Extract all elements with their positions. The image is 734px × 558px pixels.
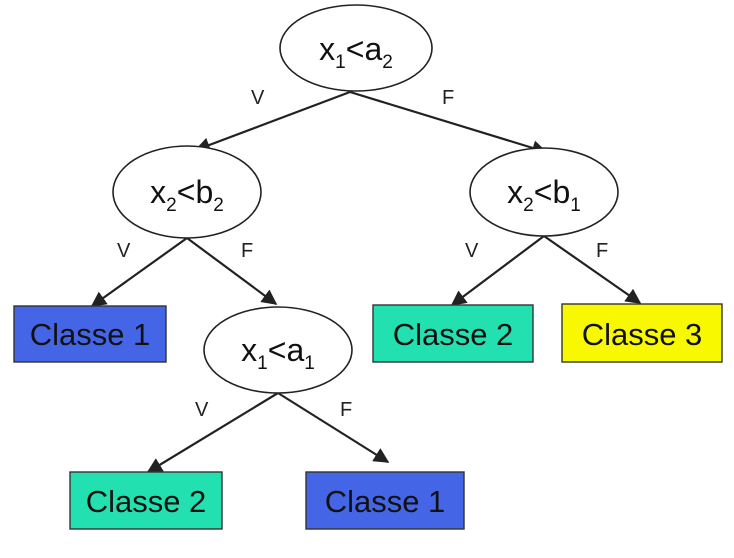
decision-node-right: x2<b1 [469, 147, 619, 237]
leaf-label-deep-left: Classe 2 [86, 484, 207, 519]
edge-labels: V F V F V F V F [117, 87, 608, 421]
edge-label-right-true: V [465, 240, 479, 262]
edge-label-deep-true: V [195, 399, 209, 421]
edge-root-to-right [349, 90, 548, 156]
leaf-left-left: Classe 1 [13, 305, 167, 363]
decision-node-root: x1<a2 [279, 4, 433, 92]
edge-right-to-classe3 [543, 235, 642, 304]
leaf-label-right-right: Classe 3 [582, 317, 703, 352]
edge-label-right-false: F [596, 240, 608, 262]
leaf-deep-left: Classe 2 [69, 471, 223, 530]
edges [90, 90, 642, 473]
edge-label-deep-false: F [340, 399, 352, 421]
edge-left-to-deep [186, 237, 278, 305]
edge-label-root-true: V [251, 87, 265, 109]
node-label-right: x2<b1 [507, 174, 581, 216]
decision-node-left: x2<b2 [112, 145, 262, 239]
leaf-deep-right: Classe 1 [305, 471, 465, 530]
edge-label-left-false: F [241, 240, 253, 262]
node-label-left: x2<b2 [150, 174, 224, 216]
node-label-root: x1<a2 [319, 31, 393, 73]
leaf-label-left-left: Classe 1 [30, 317, 151, 352]
node-label-deep: x1<a1 [241, 332, 315, 374]
edge-deep-to-classe1 [277, 392, 390, 463]
edge-right-to-classe2 [450, 235, 545, 306]
edge-deep-to-classe2 [146, 392, 279, 473]
leaf-right-right: Classe 3 [561, 303, 723, 363]
leaf-label-right-left: Classe 2 [393, 317, 514, 352]
leaf-label-deep-right: Classe 1 [325, 484, 446, 519]
leaf-right-left: Classe 2 [372, 304, 534, 363]
decision-node-deep: x1<a1 [203, 306, 353, 394]
edge-label-root-false: F [442, 87, 454, 109]
edge-root-to-left [194, 90, 351, 153]
edge-label-left-true: V [117, 240, 131, 262]
edge-left-to-classe1 [90, 237, 188, 307]
